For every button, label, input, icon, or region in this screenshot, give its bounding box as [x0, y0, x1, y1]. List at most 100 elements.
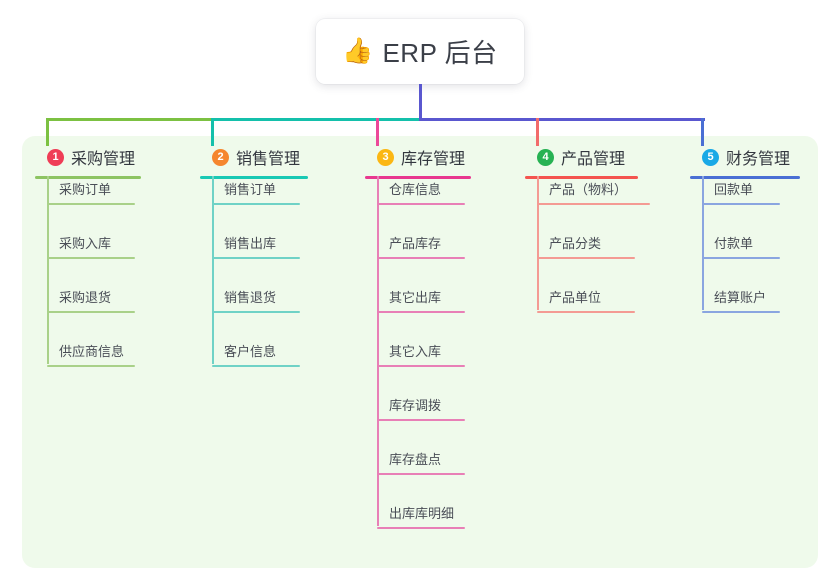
column-header-1[interactable]: 1 采购管理: [41, 145, 141, 169]
column-title-1: 采购管理: [71, 151, 136, 168]
column-1: 1 采购管理: [35, 145, 141, 179]
menu-item[interactable]: 销售订单: [212, 179, 300, 205]
column-spine-4: [537, 176, 539, 310]
menu-item[interactable]: 产品分类: [537, 233, 635, 259]
menu-item[interactable]: 出库库明细: [377, 503, 465, 529]
menu-item-rule: [47, 257, 135, 259]
page-title: ERP 后台: [382, 38, 498, 68]
menu-item[interactable]: 采购退货: [47, 287, 135, 313]
menu-item[interactable]: 其它出库: [377, 287, 465, 313]
connector-bar-indigo: [419, 118, 705, 121]
menu-item-label: 销售订单: [224, 182, 277, 197]
menu-item-rule: [537, 203, 650, 205]
menu-item[interactable]: 客户信息: [212, 341, 300, 367]
column-spine-1: [47, 176, 49, 364]
menu-item-label: 采购入库: [59, 236, 112, 251]
menu-item-rule: [47, 311, 135, 313]
menu-item-rule: [537, 311, 635, 313]
connector-drop-1: [46, 118, 49, 146]
menu-item-rule: [377, 311, 465, 313]
connector-drop-5: [701, 118, 704, 146]
connector-drop-4: [536, 118, 539, 146]
index-badge-4: 4: [537, 148, 554, 166]
menu-item-rule: [47, 365, 135, 367]
menu-item-rule: [377, 473, 465, 475]
menu-item-label: 其它出库: [389, 290, 442, 305]
column-title-2: 销售管理: [236, 151, 301, 168]
menu-item-label: 回款单: [714, 182, 754, 197]
menu-item-label: 产品分类: [549, 236, 602, 251]
menu-item[interactable]: 产品库存: [377, 233, 465, 259]
menu-item-label: 其它入库: [389, 344, 442, 359]
column-spine-5: [702, 176, 704, 310]
menu-item-label: 仓库信息: [389, 182, 442, 197]
column-2: 2 销售管理: [200, 145, 308, 179]
menu-item-rule: [377, 365, 465, 367]
menu-item-label: 采购订单: [59, 182, 112, 197]
column-rule-1: [35, 176, 141, 179]
menu-item-rule: [702, 203, 780, 205]
column-3: 3 库存管理: [365, 145, 471, 179]
menu-item-label: 结算账户: [714, 290, 767, 305]
column-rule-3: [365, 176, 471, 179]
menu-item-label: 产品单位: [549, 290, 602, 305]
column-header-3[interactable]: 3 库存管理: [371, 145, 471, 169]
connector-root-stem: [419, 84, 422, 121]
menu-item-label: 出库库明细: [389, 506, 455, 521]
connector-bar-teal: [212, 118, 421, 121]
menu-item-label: 客户信息: [224, 344, 277, 359]
menu-item-label: 库存盘点: [389, 452, 442, 467]
column-title-4: 产品管理: [561, 151, 626, 168]
index-badge-3: 3: [377, 148, 394, 166]
menu-item-rule: [212, 311, 300, 313]
column-title-3: 库存管理: [401, 151, 466, 168]
menu-item-rule: [377, 419, 465, 421]
index-badge-1: 1: [47, 148, 64, 166]
column-rule-5: [690, 176, 800, 179]
index-badge-2: 2: [212, 148, 229, 166]
column-rule-2: [200, 176, 308, 179]
menu-item[interactable]: 库存调拨: [377, 395, 465, 421]
menu-item[interactable]: 供应商信息: [47, 341, 135, 367]
menu-item[interactable]: 采购入库: [47, 233, 135, 259]
column-rule-4: [525, 176, 638, 179]
menu-item[interactable]: 销售退货: [212, 287, 300, 313]
column-spine-2: [212, 176, 214, 364]
menu-item[interactable]: 库存盘点: [377, 449, 465, 475]
menu-item-rule: [702, 311, 780, 313]
menu-item-rule: [47, 203, 135, 205]
menu-item-label: 产品库存: [389, 236, 442, 251]
column-title-5: 财务管理: [726, 151, 791, 168]
index-badge-5: 5: [702, 148, 719, 166]
menu-item-rule: [702, 257, 780, 259]
menu-item-rule: [212, 203, 300, 205]
menu-item-label: 采购退货: [59, 290, 112, 305]
menu-item-rule: [537, 257, 635, 259]
root-title-card[interactable]: 👍 ERP 后台: [316, 19, 524, 84]
menu-item[interactable]: 产品（物料）: [537, 179, 650, 205]
menu-item-rule: [377, 203, 465, 205]
root-title-inner: 👍 ERP 后台: [342, 33, 497, 70]
column-4: 4 产品管理: [525, 145, 638, 179]
menu-item[interactable]: 结算账户: [702, 287, 780, 313]
menu-item-rule: [212, 257, 300, 259]
thumbs-up-icon: 👍: [342, 37, 374, 65]
menu-item[interactable]: 采购订单: [47, 179, 135, 205]
menu-item-label: 销售退货: [224, 290, 277, 305]
menu-item-label: 付款单: [714, 236, 754, 251]
menu-item[interactable]: 产品单位: [537, 287, 635, 313]
menu-item[interactable]: 其它入库: [377, 341, 465, 367]
column-header-2[interactable]: 2 销售管理: [206, 145, 308, 169]
menu-item-label: 产品（物料）: [549, 182, 628, 197]
column-5: 5 财务管理: [690, 145, 800, 179]
column-header-4[interactable]: 4 产品管理: [531, 145, 638, 169]
column-header-5[interactable]: 5 财务管理: [696, 145, 800, 169]
menu-item-label: 库存调拨: [389, 398, 442, 413]
menu-item[interactable]: 销售出库: [212, 233, 300, 259]
menu-item[interactable]: 付款单: [702, 233, 780, 259]
column-spine-3: [377, 176, 379, 526]
menu-item[interactable]: 仓库信息: [377, 179, 465, 205]
menu-item-rule: [377, 527, 465, 529]
menu-item[interactable]: 回款单: [702, 179, 780, 205]
